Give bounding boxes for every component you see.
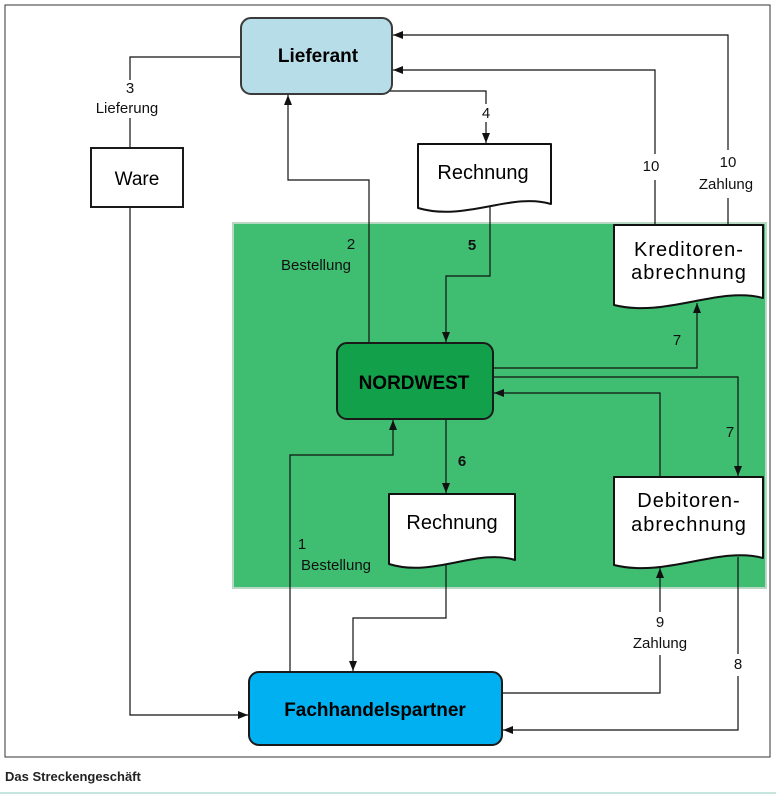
step-9-label: Zahlung [633, 635, 687, 652]
step-10-zahlung-label: Zahlung [699, 176, 753, 193]
edge-debitoren-to-nordwest [494, 389, 661, 476]
edge-zahlung-fachhandel-segment [503, 655, 661, 694]
lieferant-box [240, 17, 393, 95]
kreditoren-document-shape [613, 224, 764, 310]
rechnung-document-shape [417, 143, 552, 213]
step-3-number: 3 [126, 80, 134, 97]
node-nordwest: NORDWEST [336, 342, 494, 420]
step-3-label: Lieferung [96, 100, 159, 117]
step-1-label: Bestellung [301, 557, 371, 574]
nordwest-label: NORDWEST [359, 373, 470, 394]
edge-rechnung-lieferant-segment [389, 90, 487, 104]
edge-bestellung-lieferant [284, 95, 370, 343]
step-6-number: 6 [458, 453, 466, 470]
edge-kreditoren-lieferant-arrow [393, 66, 656, 154]
connectors [129, 31, 742, 734]
debitoren-label-line-2: abrechnung [631, 514, 747, 536]
node-kreditorenabrechnung: Kreditoren- abrechnung [613, 224, 764, 310]
ware-box [90, 147, 184, 208]
rechnung-lieferant-label: Rechnung [437, 162, 528, 184]
rechnung-document-shape [388, 493, 516, 569]
lieferant-label: Lieferant [278, 46, 359, 67]
step-4-number: 4 [482, 105, 490, 122]
node-fachhandelspartner: Fachhandelspartner [248, 671, 503, 746]
node-ware: Ware [90, 147, 184, 208]
edge-bestellung-fachhandel [289, 420, 397, 671]
step-7-kreditoren-number: 7 [673, 332, 681, 349]
debitoren-document-shape [613, 476, 764, 570]
node-rechnung-lieferant: Rechnung [417, 143, 552, 213]
edge-rechnung-to-fachhandel [349, 565, 447, 671]
step-10-number: 10 [643, 158, 660, 175]
figure-caption: Das Streckengeschäft [5, 769, 142, 784]
edge-nordwest-to-kreditoren [494, 303, 701, 369]
step-10-zahlung-number: 10 [720, 154, 737, 171]
edge-ware-to-fachhandel [129, 207, 248, 719]
step-2-label: Bestellung [281, 257, 351, 274]
edge-lieferung-segment [129, 56, 241, 80]
fachhandelspartner-box [248, 671, 503, 746]
node-rechnung-nordwest: Rechnung [388, 493, 516, 569]
step-2-number: 2 [347, 236, 355, 253]
kreditoren-label-line-2: abrechnung [631, 262, 747, 284]
step-1-number: 1 [298, 536, 306, 553]
edge-rechnung-to-nordwest [442, 207, 491, 342]
edge-nordwest-to-debitoren [494, 376, 742, 476]
debitoren-label-line-1: Debitoren- [637, 490, 740, 512]
rechnung-nordwest-label: Rechnung [406, 512, 497, 534]
step-7-debitoren-number: 7 [726, 424, 734, 441]
step-8-number: 8 [734, 656, 742, 673]
step-5-number: 5 [468, 237, 476, 254]
edge-labels: 3 Lieferung 4 5 2 Bestellung 10 10 Zahlu… [96, 80, 753, 673]
node-lieferant: Lieferant [240, 17, 393, 95]
edge-rechnung-debitoren-arrow [503, 676, 739, 734]
kreditoren-label-line-1: Kreditoren- [634, 239, 744, 261]
edge-zahlung-lieferant-arrow [393, 31, 729, 150]
fachhandelspartner-label: Fachhandelspartner [284, 700, 466, 721]
step-9-number: 9 [656, 614, 664, 631]
ware-label: Ware [115, 169, 160, 190]
node-debitorenabrechnung: Debitoren- abrechnung [613, 476, 764, 570]
nordwest-box [336, 342, 494, 420]
